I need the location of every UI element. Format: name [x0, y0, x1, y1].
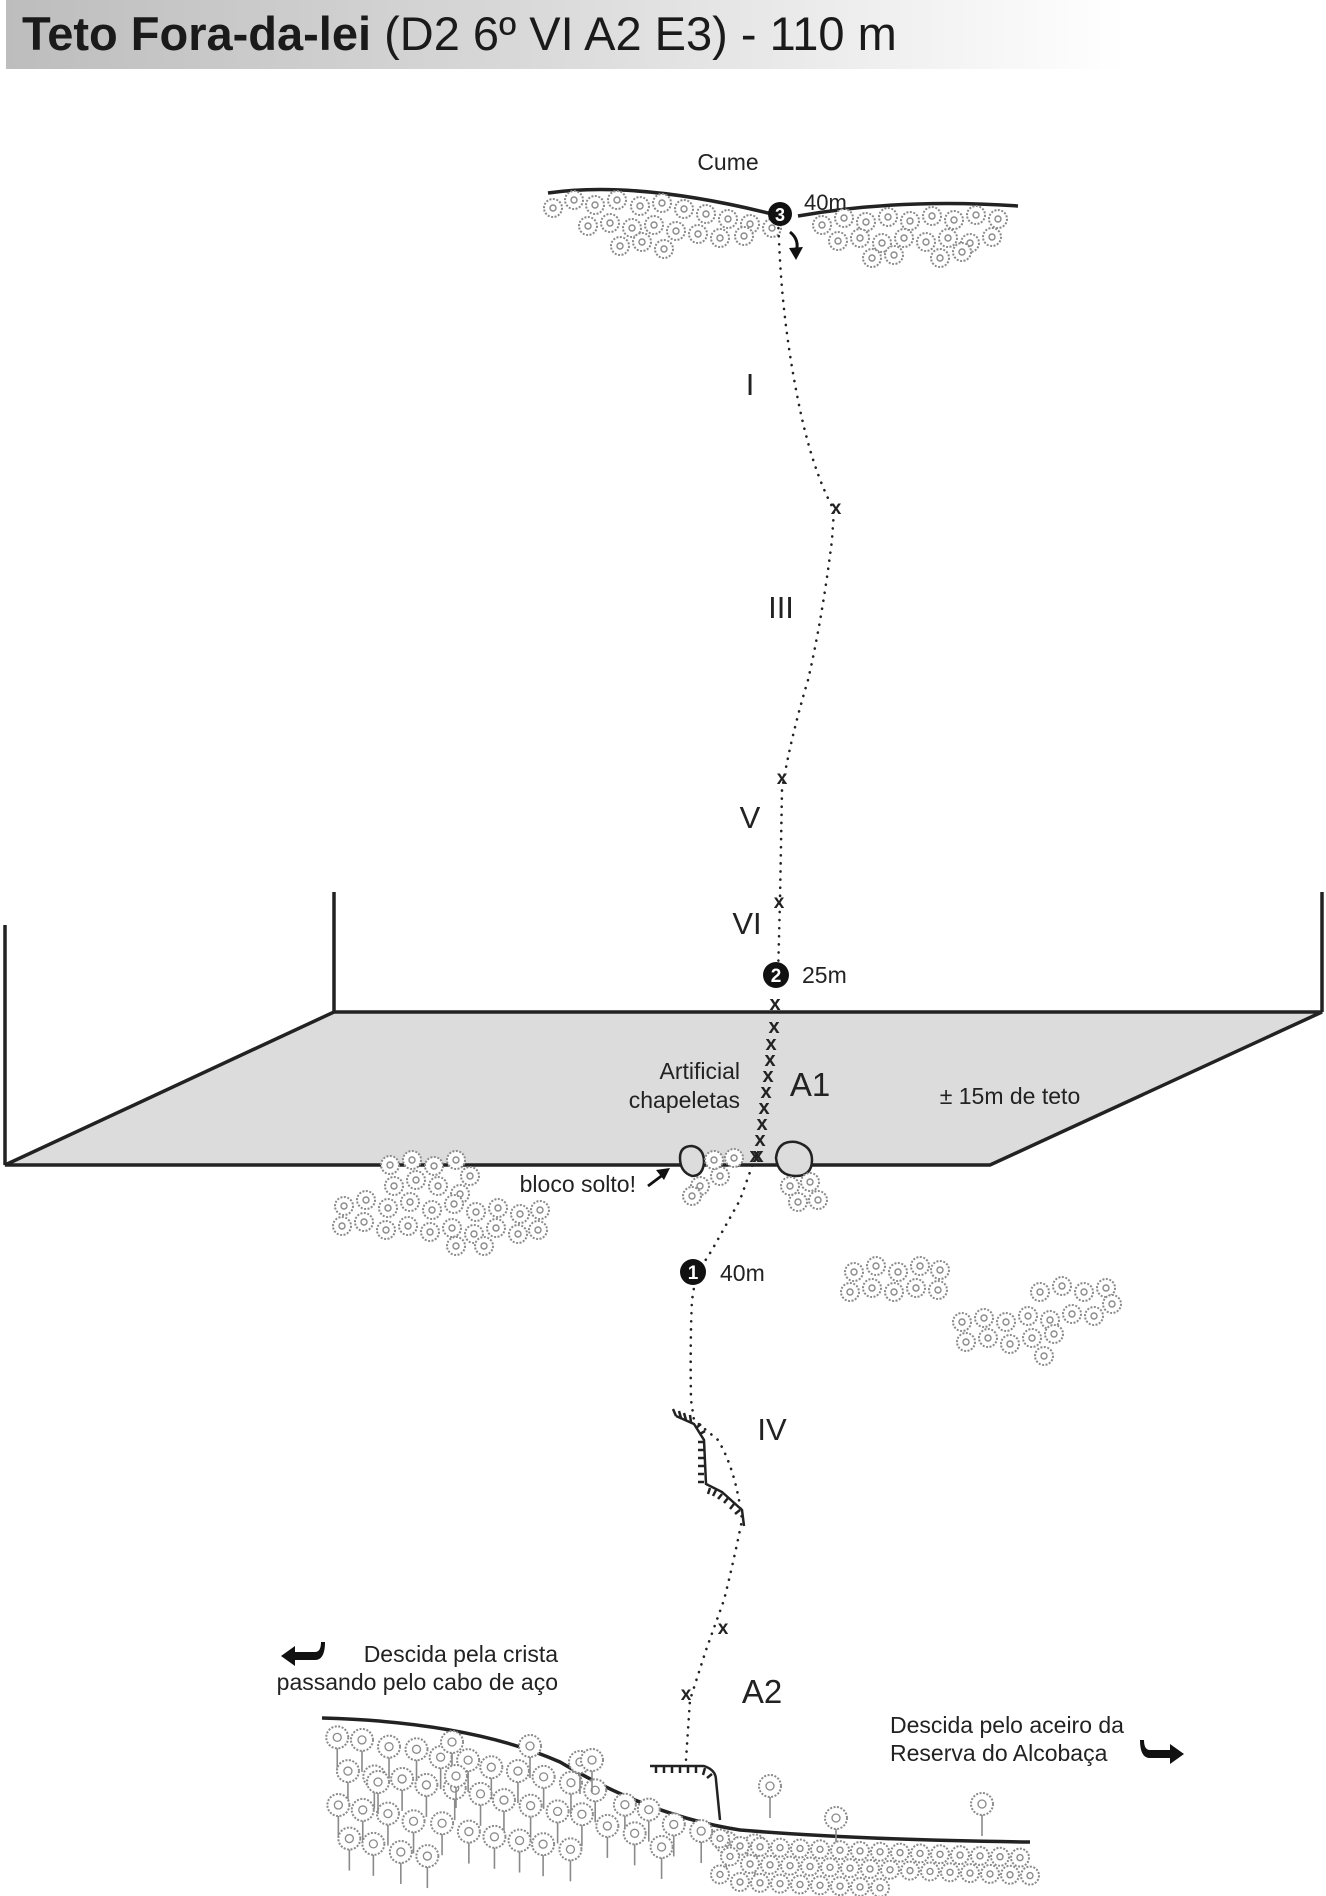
svg-text:x: x	[754, 1129, 765, 1151]
roof-plane	[4, 1010, 1323, 1167]
rappel-arrow-icon	[789, 230, 803, 260]
descent-left-line2: passando pelo cabo de aço	[277, 1669, 558, 1695]
route-name: Teto Fora-da-lei	[22, 7, 372, 60]
descent-right-line2: Reserva do Alcobaça	[890, 1740, 1108, 1766]
svg-text:x: x	[760, 1081, 771, 1103]
descent-left-line1: Descida pela crista	[364, 1641, 559, 1667]
grade-label-A1: A1	[790, 1066, 830, 1103]
loose-block-arrow-icon	[647, 1168, 670, 1188]
grade-label-IV: IV	[757, 1412, 787, 1447]
belay-3-length: 40m	[804, 190, 847, 215]
bolt-ladder: x x x x x x x x x x x	[749, 993, 780, 1167]
start-ledge	[650, 1764, 722, 1821]
summit-ridge-right	[797, 201, 1019, 218]
svg-text:x: x	[769, 993, 780, 1015]
belay-3-marker: 3	[768, 202, 792, 226]
descent-left-arrow-icon	[281, 1642, 325, 1666]
artificial-label-line2: chapeletas	[629, 1087, 740, 1113]
svg-text:x: x	[756, 1113, 767, 1135]
loose-block-left	[678, 1144, 706, 1178]
bolt-marker: x	[774, 892, 785, 913]
page-title: Teto Fora-da-lei (D2 6º VI A2 E3) - 110 …	[22, 6, 897, 62]
belay-3-number: 3	[775, 205, 785, 225]
bolt-marker: x	[681, 1684, 692, 1705]
belay-2-number: 2	[771, 966, 782, 987]
route-line	[684, 218, 836, 1762]
roof-size-label: ± 15m de teto	[940, 1083, 1080, 1109]
grade-label-V: V	[740, 800, 761, 835]
belay-1-marker: 1	[680, 1259, 706, 1285]
svg-text:x: x	[764, 1049, 775, 1071]
belay-1-length: 40m	[720, 1260, 765, 1286]
summit-vegetation-right	[812, 205, 1008, 268]
grade-label-A2: A2	[742, 1673, 782, 1710]
summit-vegetation-left	[543, 190, 782, 259]
title-bar	[6, 0, 1126, 69]
belay-2-length: 25m	[802, 962, 847, 988]
svg-text:x: x	[758, 1097, 769, 1119]
bolt-marker: x	[777, 768, 788, 789]
bolt-marker: x	[831, 498, 842, 519]
grade-label-III: III	[768, 590, 794, 625]
svg-text:x: x	[765, 1033, 776, 1055]
artificial-label-line1: Artificial	[659, 1058, 740, 1084]
grade-label-I: I	[746, 367, 755, 402]
loose-block-right	[774, 1140, 814, 1178]
svg-text:x: x	[762, 1065, 773, 1087]
descent-right-arrow-icon	[1140, 1740, 1184, 1764]
summit-label: Cume	[697, 149, 758, 175]
svg-text:x: x	[749, 1145, 760, 1167]
belay-2-marker: 2	[763, 962, 789, 988]
grade-label-VI: VI	[732, 906, 761, 941]
vegetation-right-clusters	[840, 1256, 1122, 1366]
bolt-marker: x	[718, 1618, 729, 1639]
loose-block-label: bloco solto!	[520, 1171, 636, 1197]
descent-right-line1: Descida pelo aceiro da	[890, 1712, 1124, 1738]
route-grade: (D2 6º VI A2 E3) - 110 m	[384, 7, 897, 60]
svg-text:x: x	[752, 1145, 763, 1167]
svg-text:x: x	[768, 1016, 779, 1038]
ground-line	[321, 1716, 1031, 1844]
belay-1-number: 1	[688, 1263, 699, 1284]
dihedral-feature	[671, 1408, 746, 1527]
